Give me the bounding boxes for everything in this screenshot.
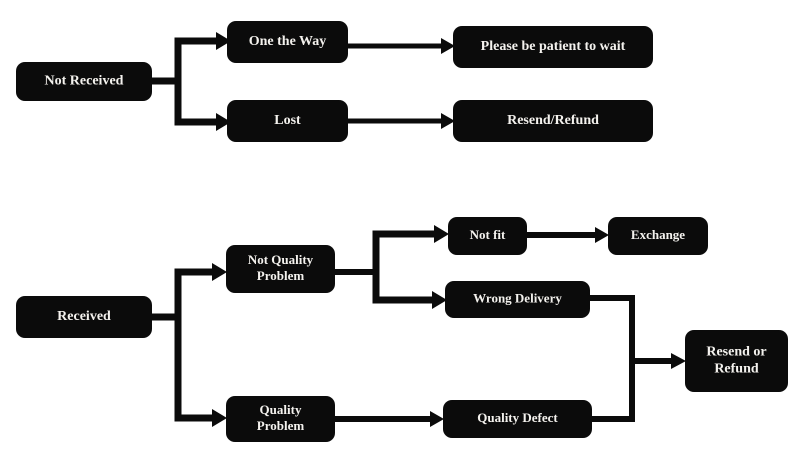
node-box[interactable] — [445, 281, 590, 318]
edge-one-the-way-wait — [348, 38, 455, 54]
edge-notquality-wrong — [372, 291, 447, 309]
node-label-line: Refund — [714, 362, 759, 377]
arrow-head-icon — [595, 227, 609, 243]
node-label-line: Please be patient to wait — [481, 39, 626, 54]
node-box[interactable] — [453, 26, 653, 68]
node-box[interactable] — [226, 245, 335, 293]
node-label-line: Resend/Refund — [507, 113, 599, 128]
node-box[interactable] — [448, 217, 527, 255]
node-label-line: One the Way — [249, 34, 327, 49]
node-label-line: Problem — [257, 418, 305, 433]
edge-not-received-split — [152, 32, 231, 122]
arrow-head-icon — [430, 411, 444, 427]
edge-notquality-notfit — [335, 225, 449, 300]
node-label: Not fit — [470, 227, 506, 242]
node-box[interactable] — [16, 296, 152, 338]
arrow-head-icon — [212, 409, 227, 427]
node-exchange[interactable]: Exchange — [608, 217, 708, 255]
edge-quality-defect — [335, 411, 444, 427]
edge-received-not-quality — [152, 263, 227, 418]
node-box[interactable] — [16, 62, 152, 101]
node-label: Exchange — [631, 227, 685, 242]
node-label: Not Received — [45, 74, 124, 89]
node-label: Resend/Refund — [507, 113, 599, 128]
node-lost[interactable]: Lost — [227, 100, 348, 142]
node-box[interactable] — [685, 330, 788, 392]
node-box[interactable] — [227, 21, 348, 63]
arrow-head-icon — [441, 38, 455, 54]
edge-lost-resend — [348, 113, 455, 129]
node-label: Received — [57, 309, 111, 324]
arrow-head-icon — [212, 263, 227, 281]
node-label-line: Wrong Delivery — [473, 290, 562, 305]
node-box[interactable] — [226, 396, 335, 442]
node-label: Wrong Delivery — [473, 290, 562, 305]
node-label-line: Lost — [274, 113, 301, 128]
node-resend-or-refund[interactable]: Resend or Refund — [685, 330, 788, 392]
connector-merge-vertical — [629, 298, 686, 419]
arrow-head-icon — [671, 353, 686, 369]
node-label: Quality Defect — [477, 410, 558, 425]
node-label-line: Not Received — [45, 74, 124, 89]
arrow-head-icon — [216, 113, 231, 131]
node-box[interactable] — [608, 217, 708, 255]
node-quality-defect[interactable]: Quality Defect — [443, 400, 592, 438]
node-label: Resend or Refund — [706, 345, 766, 377]
arrow-head-icon — [434, 225, 449, 243]
node-layer: Not Received One the Way Please be patient… — [16, 21, 788, 442]
node-label-line: Received — [57, 309, 111, 324]
arrow-head-icon — [441, 113, 455, 129]
node-received[interactable]: Received — [16, 296, 152, 338]
node-label-line: Quality — [260, 402, 302, 417]
node-label-line: Exchange — [631, 227, 685, 242]
node-not-received[interactable]: Not Received — [16, 62, 152, 101]
arrow-head-icon — [432, 291, 447, 309]
node-one-the-way[interactable]: One the Way — [227, 21, 348, 63]
node-label-line: Problem — [257, 268, 305, 283]
node-resend-refund[interactable]: Resend/Refund — [453, 100, 653, 142]
node-box[interactable] — [443, 400, 592, 438]
node-wrong-delivery[interactable]: Wrong Delivery — [445, 281, 590, 318]
node-please-be-patient[interactable]: Please be patient to wait — [453, 26, 653, 68]
edge-notfit-exchange — [527, 227, 609, 243]
node-label-line: Not fit — [470, 227, 506, 242]
node-label-line: Quality Defect — [477, 410, 558, 425]
node-not-fit[interactable]: Not fit — [448, 217, 527, 255]
node-label: Please be patient to wait — [481, 39, 626, 54]
edge-not-received-lost — [174, 113, 231, 131]
node-label-line: Not Quality — [248, 252, 314, 267]
node-label: Lost — [274, 113, 301, 128]
edge-received-quality — [174, 409, 227, 427]
node-label: One the Way — [249, 34, 327, 49]
node-label-line: Resend or — [706, 345, 766, 360]
node-box[interactable] — [227, 100, 348, 142]
arrow-head-icon — [216, 32, 231, 50]
node-box[interactable] — [453, 100, 653, 142]
